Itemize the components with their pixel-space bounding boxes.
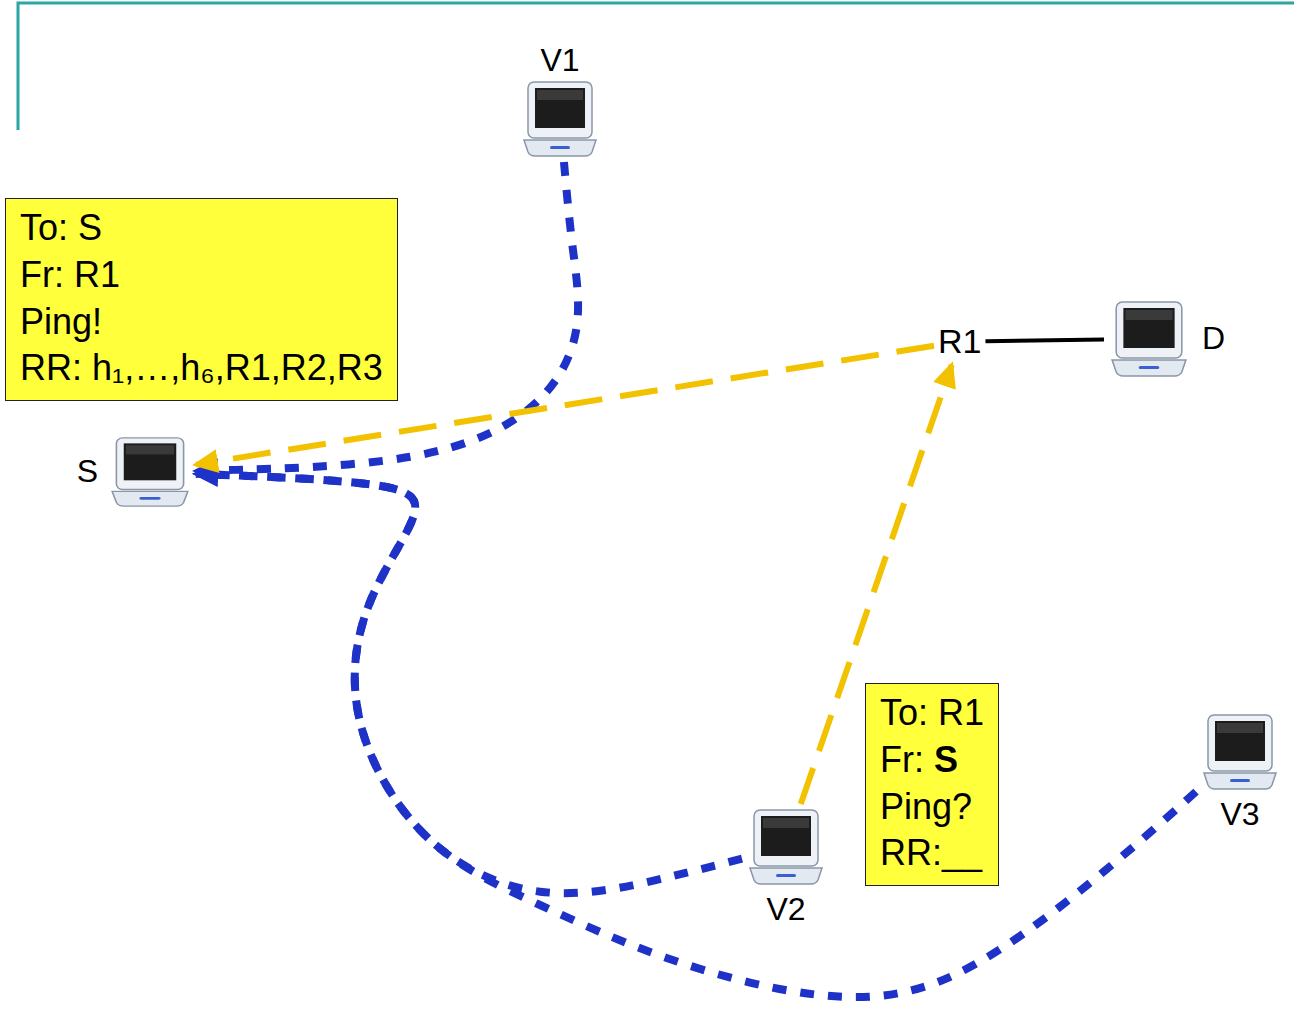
reply-path xyxy=(196,474,742,893)
host-node: V2 xyxy=(746,808,826,886)
host-label: R1 xyxy=(938,322,981,361)
screen-glare xyxy=(763,818,809,828)
laptop-screen xyxy=(1215,721,1265,761)
packet-callout: To: SFr: R1Ping!RR: h₁,…,h₆,R1,R2,R3 xyxy=(5,198,398,401)
host-node: D xyxy=(1108,300,1190,378)
laptop-icon xyxy=(746,808,826,886)
laptop-light xyxy=(776,874,796,877)
laptop-base xyxy=(524,140,596,156)
laptop-screen xyxy=(1123,308,1174,348)
laptop-light xyxy=(140,497,161,500)
host-node: V3 xyxy=(1200,713,1280,791)
laptop-icon xyxy=(520,80,600,158)
packet-field: Ping! xyxy=(20,299,383,346)
laptop-screen xyxy=(535,88,585,128)
laptop-light xyxy=(1230,779,1250,782)
laptop-base xyxy=(1204,773,1276,789)
packet-field: Fr: R1 xyxy=(20,252,383,299)
packet-field: RR:__ xyxy=(880,830,984,877)
laptop-light xyxy=(1139,366,1160,369)
router-label-node: R1 xyxy=(938,322,981,361)
packet-field: To: S xyxy=(20,205,383,252)
laptop-bezel xyxy=(1208,715,1272,771)
laptop-screen xyxy=(124,443,177,480)
access-link xyxy=(985,340,1104,342)
host-label: V2 xyxy=(766,892,805,927)
host-label: V1 xyxy=(540,43,579,78)
host-label: S xyxy=(77,454,98,489)
frame-line xyxy=(18,3,1294,130)
laptop-base xyxy=(112,491,188,506)
packet-field: RR: h₁,…,h₆,R1,R2,R3 xyxy=(20,345,383,392)
laptop-bezel xyxy=(1116,302,1182,358)
screen-glare xyxy=(1217,723,1263,733)
packet-field: Fr: xyxy=(880,737,924,784)
laptop-base xyxy=(1112,360,1186,376)
packet-field: To: R1 xyxy=(880,690,984,737)
packet-field: Ping? xyxy=(880,784,984,831)
host-label: V3 xyxy=(1220,797,1259,832)
laptop-screen xyxy=(761,816,811,856)
packet-callout: To: R1Fr:SPing?RR:__ xyxy=(865,683,999,886)
laptop-icon xyxy=(1108,300,1190,378)
laptop-icon xyxy=(108,436,192,508)
laptop-base xyxy=(750,868,822,884)
screen-glare xyxy=(126,445,174,454)
host-node: V1 xyxy=(520,80,600,158)
screen-glare xyxy=(537,90,583,100)
laptop-icon xyxy=(1200,713,1280,791)
laptop-bezel xyxy=(754,810,818,866)
host-node: S xyxy=(108,436,192,508)
screen-glare xyxy=(1125,310,1172,320)
reply-path xyxy=(196,474,1196,997)
laptop-bezel xyxy=(528,82,592,138)
packet-field: S xyxy=(934,737,958,784)
host-label: D xyxy=(1202,321,1225,356)
laptop-light xyxy=(550,146,570,149)
laptop-bezel xyxy=(116,438,183,490)
